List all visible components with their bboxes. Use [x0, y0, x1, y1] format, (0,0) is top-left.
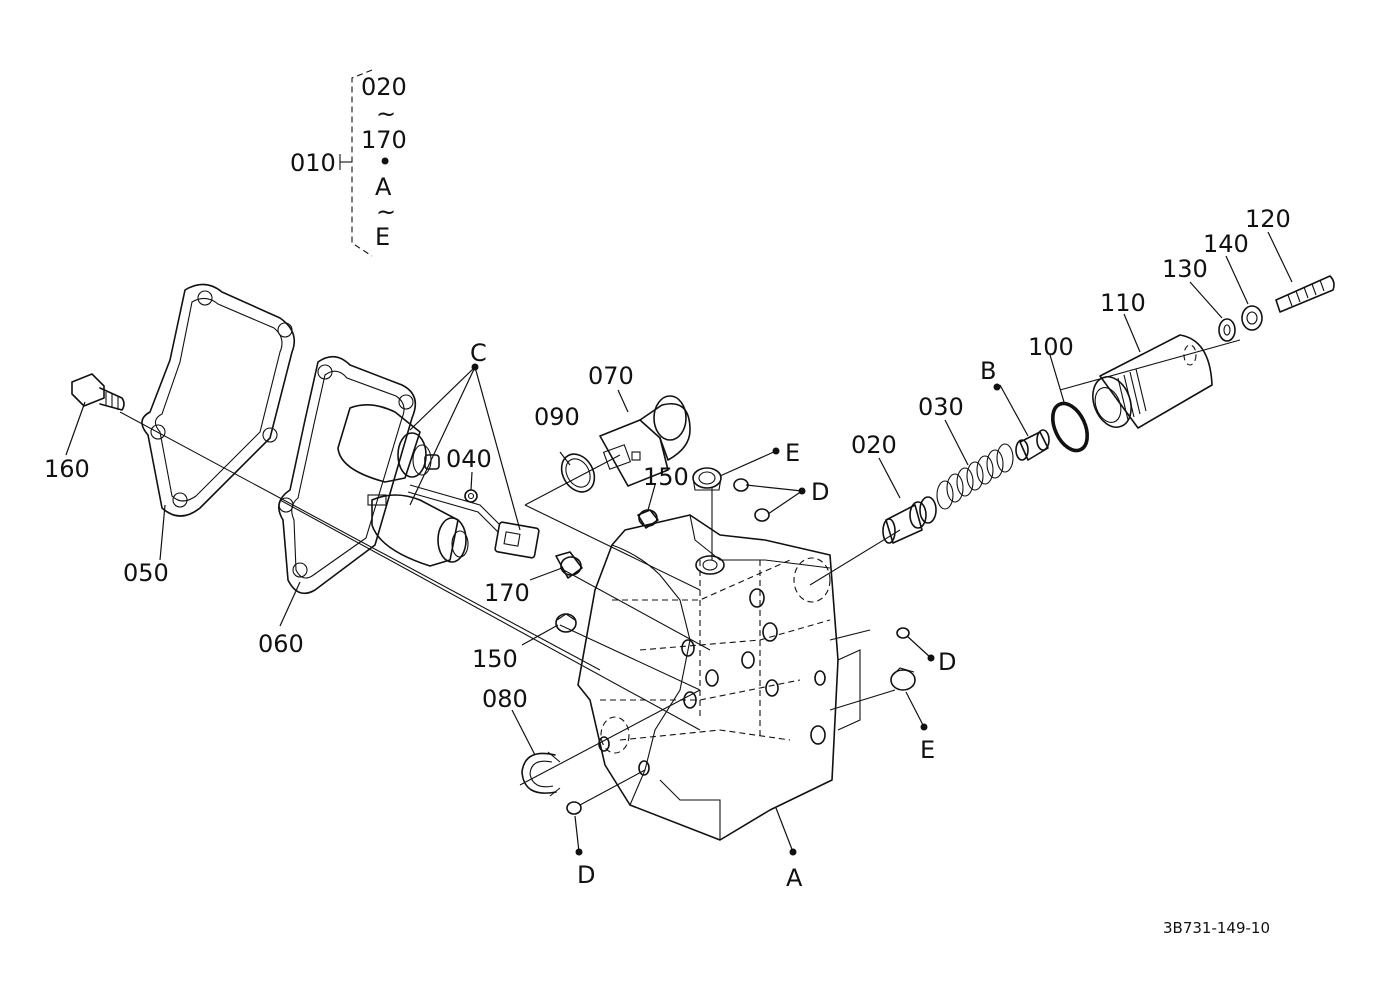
solenoid-harness	[407, 484, 540, 559]
drawing-code: 3B731-149-10	[1163, 919, 1270, 937]
washer-130	[1218, 318, 1236, 342]
sleeve-110	[1092, 334, 1213, 429]
bolt-120	[1275, 275, 1335, 313]
assembly-tilde-2: ~	[376, 198, 396, 226]
screw-d-right	[896, 627, 910, 639]
label-e-top: E	[785, 439, 800, 467]
gasket-050	[141, 283, 296, 517]
plug-150-mid	[555, 613, 577, 633]
label-030: 030	[918, 393, 964, 421]
snap-ring-080	[521, 751, 561, 797]
screw-d-bottom	[566, 801, 582, 815]
nut-140	[1241, 305, 1263, 331]
label-e-right: E	[920, 736, 935, 764]
plug-150-top	[637, 509, 659, 529]
piston-b	[1015, 429, 1050, 461]
label-150-top: 150	[643, 463, 689, 491]
screw-d-top-1	[733, 478, 749, 492]
label-c: C	[470, 339, 487, 367]
label-130: 130	[1162, 255, 1208, 283]
label-d-right: D	[938, 648, 956, 676]
oring-090	[560, 453, 596, 493]
plug-e-right	[890, 667, 916, 691]
nut-040	[464, 489, 478, 503]
label-b: B	[980, 357, 996, 385]
assembly-label: 010	[290, 149, 336, 177]
label-170: 170	[484, 579, 530, 607]
label-050: 050	[123, 559, 169, 587]
reference-dots	[471, 363, 1001, 856]
assembly-range-from: 020	[361, 73, 407, 101]
label-020: 020	[851, 431, 897, 459]
assembly-bracket	[339, 69, 373, 257]
gasket-060	[278, 355, 417, 595]
leader-lines	[65, 231, 1293, 853]
label-150-mid: 150	[472, 645, 518, 673]
assembly-tilde-1: ~	[376, 100, 396, 128]
label-100: 100	[1028, 333, 1074, 361]
label-d-top: D	[811, 478, 829, 506]
label-070: 070	[588, 362, 634, 390]
oring-100	[1050, 401, 1090, 453]
bolt-160	[71, 373, 125, 411]
label-a: A	[786, 864, 803, 892]
label-080: 080	[482, 685, 528, 713]
label-060: 060	[258, 630, 304, 658]
label-d-bottom: D	[577, 861, 595, 889]
plug-170	[555, 551, 583, 579]
connector-070	[599, 395, 691, 487]
assembly-bullet: •	[378, 148, 392, 176]
valve-body-a	[577, 514, 861, 841]
label-120: 120	[1245, 205, 1291, 233]
label-040: 040	[446, 445, 492, 473]
solenoid-lower	[367, 494, 469, 567]
solenoid-upper	[337, 404, 440, 483]
assembly-letter-to: E	[375, 223, 390, 251]
label-110: 110	[1100, 289, 1146, 317]
label-140: 140	[1203, 230, 1249, 258]
label-160: 160	[44, 455, 90, 483]
screw-d-top-2	[754, 508, 770, 522]
spring-030	[936, 443, 1014, 510]
spool-020	[882, 496, 937, 544]
plug-e-top	[692, 467, 722, 491]
label-090: 090	[534, 403, 580, 431]
assembly-letter-from: A	[375, 173, 392, 201]
assembly-range-to: 170	[361, 126, 407, 154]
